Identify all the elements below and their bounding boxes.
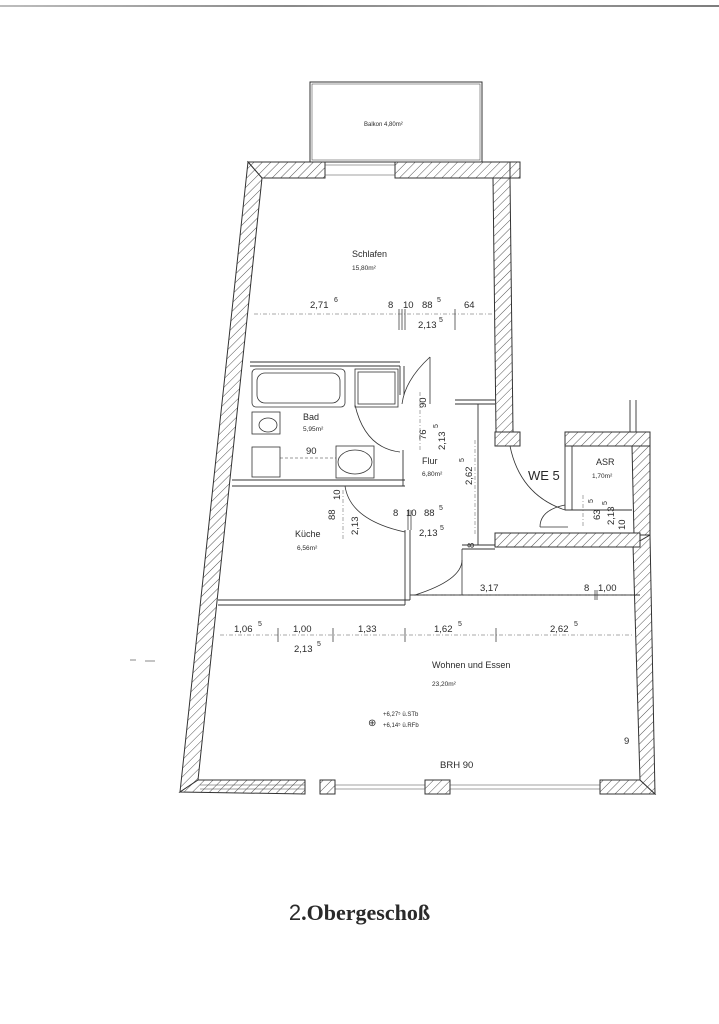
svg-text:8: 8 xyxy=(466,543,477,548)
sink xyxy=(337,449,373,475)
wohnen-area: 23,20m² xyxy=(432,681,457,688)
svg-text:5: 5 xyxy=(437,297,441,304)
svg-text:5: 5 xyxy=(433,424,440,428)
interior-walls xyxy=(218,361,640,606)
svg-text:1,62: 1,62 xyxy=(434,624,453,635)
svg-text:10: 10 xyxy=(406,508,417,519)
svg-text:1,00: 1,00 xyxy=(598,583,617,594)
unit-label: WE 5 xyxy=(528,468,560,483)
svg-text:3,17: 3,17 xyxy=(480,583,499,594)
scan-artifacts xyxy=(130,659,155,662)
svg-text:5: 5 xyxy=(440,525,444,532)
floor-title: 2.Obergeschoß xyxy=(0,900,719,926)
svg-text:2,71: 2,71 xyxy=(310,300,329,311)
brh-label: BRH 90 xyxy=(440,760,473,771)
svg-text:+6,14⁵ ü.RFb: +6,14⁵ ü.RFb xyxy=(383,722,419,729)
svg-text:+6,27⁵ ü.STb: +6,27⁵ ü.STb xyxy=(383,711,419,718)
sink-box xyxy=(335,445,375,479)
svg-text:5: 5 xyxy=(258,621,262,628)
svg-text:88: 88 xyxy=(424,508,435,519)
bathroom-fixtures xyxy=(251,368,399,479)
kueche-name: Küche xyxy=(295,529,321,539)
wohnen-name: Wohnen und Essen xyxy=(432,660,510,670)
dimension-labels: 2,71 6 8 10 88 5 64 2,13 5 90 76 2,13 5 … xyxy=(234,297,629,771)
svg-text:1,33: 1,33 xyxy=(358,624,377,635)
svg-text:5: 5 xyxy=(574,621,578,628)
svg-text:5: 5 xyxy=(588,499,595,503)
asr-name: ASR xyxy=(596,457,615,467)
flur-area: 6,80m² xyxy=(422,471,443,478)
dimension-ticks xyxy=(277,309,598,642)
svg-text:76: 76 xyxy=(418,429,429,440)
svg-text:10: 10 xyxy=(617,519,628,530)
svg-text:2,62: 2,62 xyxy=(550,624,569,635)
svg-text:1,00: 1,00 xyxy=(293,624,312,635)
door-swings xyxy=(344,356,568,596)
schlafen-name: Schlafen xyxy=(352,249,387,259)
svg-text:2,13: 2,13 xyxy=(294,644,313,655)
svg-text:1,06: 1,06 xyxy=(234,624,253,635)
svg-text:2,13: 2,13 xyxy=(437,432,448,451)
bad-area: 5,95m² xyxy=(303,426,324,433)
svg-text:2,13: 2,13 xyxy=(606,507,617,526)
svg-text:5: 5 xyxy=(439,317,443,324)
bad-name: Bad xyxy=(303,412,319,422)
windows xyxy=(200,164,600,790)
svg-text:2,13: 2,13 xyxy=(350,517,361,536)
room-labels: Balkon 4,80m² Schlafen 15,80m² Bad 5,95m… xyxy=(295,122,615,688)
shower xyxy=(354,368,399,408)
schlafen-area: 15,80m² xyxy=(352,265,377,272)
floor-label: Obergeschoß xyxy=(306,900,431,925)
dimension-lines xyxy=(220,313,633,636)
svg-text:10: 10 xyxy=(403,300,414,311)
svg-text:10: 10 xyxy=(332,489,343,500)
svg-text:5: 5 xyxy=(439,505,443,512)
svg-text:88: 88 xyxy=(327,509,338,520)
height-marker-icon: ⊕ xyxy=(368,718,376,729)
washing-machine xyxy=(251,446,281,478)
svg-text:2,13: 2,13 xyxy=(418,320,437,331)
floor-number: 2 xyxy=(288,900,302,925)
flur-name: Flur xyxy=(422,456,438,466)
height-marker: ⊕ +6,27⁵ ü.STb +6,14⁵ ü.RFb xyxy=(368,711,419,729)
svg-text:90: 90 xyxy=(306,446,317,457)
svg-text:8: 8 xyxy=(388,300,393,311)
asr-area: 1,70m² xyxy=(592,473,613,480)
svg-text:90: 90 xyxy=(418,397,429,408)
svg-text:8: 8 xyxy=(393,508,398,519)
balcony-label: Balkon 4,80m² xyxy=(364,122,403,128)
svg-text:2,62: 2,62 xyxy=(464,467,475,486)
svg-text:5: 5 xyxy=(458,621,462,628)
floor-separator: . xyxy=(301,900,307,925)
svg-text:88: 88 xyxy=(422,300,433,311)
svg-text:5: 5 xyxy=(459,458,466,462)
svg-text:64: 64 xyxy=(464,300,475,311)
svg-text:63: 63 xyxy=(592,509,603,520)
bathtub xyxy=(251,368,346,408)
exterior-walls xyxy=(178,160,657,796)
svg-text:5: 5 xyxy=(317,641,321,648)
svg-text:8: 8 xyxy=(584,583,589,594)
scan-page-edge xyxy=(0,5,719,7)
svg-text:6: 6 xyxy=(334,297,338,304)
svg-text:9: 9 xyxy=(624,736,629,747)
kueche-area: 6,56m² xyxy=(297,545,318,552)
toilet-area xyxy=(251,411,281,435)
toilet xyxy=(258,417,278,433)
svg-text:2,13: 2,13 xyxy=(419,528,438,539)
svg-text:5: 5 xyxy=(602,501,609,505)
